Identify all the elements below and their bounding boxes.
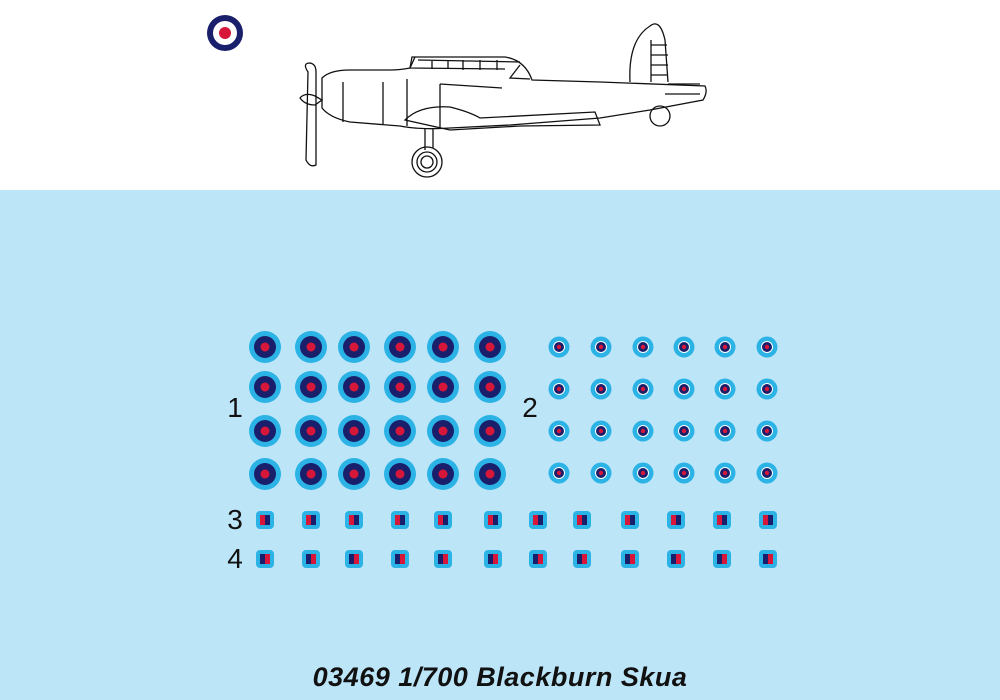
fin-flash-red-blue-decal (759, 511, 777, 529)
large-roundel-decal (249, 415, 281, 447)
large-roundel-decal (295, 371, 327, 403)
small-roundel-decal (632, 336, 654, 358)
fin-flash-blue-red-decal (302, 550, 320, 568)
small-roundel-decal (756, 378, 778, 400)
small-roundel-decal (590, 420, 612, 442)
fin-flash-red-blue-decal (391, 511, 409, 529)
small-roundel-decal (548, 378, 570, 400)
small-roundel-decal (714, 462, 736, 484)
fin-flash-blue-red-decal (434, 550, 452, 568)
large-roundel-decal (249, 371, 281, 403)
fin-flash-blue-red-decal (621, 550, 639, 568)
set-label-1: 1 (227, 392, 243, 423)
large-roundel-decal (384, 371, 416, 403)
fin-flash-red-blue-decal (345, 511, 363, 529)
small-roundel-decal (756, 336, 778, 358)
large-roundel-decal (384, 458, 416, 490)
large-roundel-decal (338, 458, 370, 490)
small-roundel-decal (673, 336, 695, 358)
small-roundel-decal (714, 420, 736, 442)
small-roundel-decal (673, 420, 695, 442)
small-roundel-decal (632, 420, 654, 442)
large-roundel-decal (295, 415, 327, 447)
fin-flash-blue-red-decal (345, 550, 363, 568)
set-label-3: 3 (227, 504, 243, 535)
large-roundel-decal (338, 331, 370, 363)
decal-sheet (0, 190, 1000, 700)
fin-flash-red-blue-decal (434, 511, 452, 529)
fin-flash-blue-red-decal (759, 550, 777, 568)
fin-flash-blue-red-decal (667, 550, 685, 568)
small-roundel-decal (548, 336, 570, 358)
large-roundel-decal (474, 371, 506, 403)
blackburn-skua-side-view-drawing (299, 23, 707, 178)
small-roundel-decal (756, 462, 778, 484)
small-roundel-decal (673, 462, 695, 484)
small-roundel-decal (714, 336, 736, 358)
large-roundel-decal (474, 458, 506, 490)
large-roundel-decal (427, 331, 459, 363)
large-roundel-decal (384, 331, 416, 363)
large-roundel-decal (295, 331, 327, 363)
fin-flash-blue-red-decal (573, 550, 591, 568)
fin-flash-blue-red-decal (529, 550, 547, 568)
small-roundel-decal (632, 462, 654, 484)
small-roundel-decal (548, 420, 570, 442)
large-roundel-decal (249, 331, 281, 363)
fin-flash-red-blue-decal (484, 511, 502, 529)
large-roundel-decal (427, 458, 459, 490)
aircraft-profile-panel (0, 0, 1000, 190)
large-roundel-decal (427, 371, 459, 403)
large-roundel-decal (295, 458, 327, 490)
small-roundel-decal (590, 462, 612, 484)
small-roundel-decal (673, 378, 695, 400)
large-roundel-decal (384, 415, 416, 447)
fin-flash-red-blue-decal (621, 511, 639, 529)
set-label-2: 2 (522, 392, 538, 423)
small-roundel-decal (714, 378, 736, 400)
fin-flash-red-blue-decal (667, 511, 685, 529)
fin-flash-red-blue-decal (302, 511, 320, 529)
large-roundel-decal (427, 415, 459, 447)
fin-flash-blue-red-decal (713, 550, 731, 568)
fin-flash-blue-red-decal (256, 550, 274, 568)
small-roundel-decal (632, 378, 654, 400)
small-roundel-decal (548, 462, 570, 484)
fin-flash-red-blue-decal (573, 511, 591, 529)
large-roundel-decal (338, 371, 370, 403)
small-roundel-decal (590, 336, 612, 358)
small-roundel-decal (590, 378, 612, 400)
fin-flash-red-blue-decal (713, 511, 731, 529)
small-roundel-decal (756, 420, 778, 442)
fin-flash-blue-red-decal (484, 550, 502, 568)
large-roundel-decal (249, 458, 281, 490)
fin-flash-red-blue-decal (256, 511, 274, 529)
reference-roundel-icon (207, 15, 243, 51)
set-label-4: 4 (227, 543, 243, 574)
large-roundel-decal (474, 415, 506, 447)
fin-flash-red-blue-decal (529, 511, 547, 529)
large-roundel-decal (474, 331, 506, 363)
large-roundel-decal (338, 415, 370, 447)
fin-flash-blue-red-decal (391, 550, 409, 568)
product-title: 03469 1/700 Blackburn Skua (312, 662, 688, 692)
